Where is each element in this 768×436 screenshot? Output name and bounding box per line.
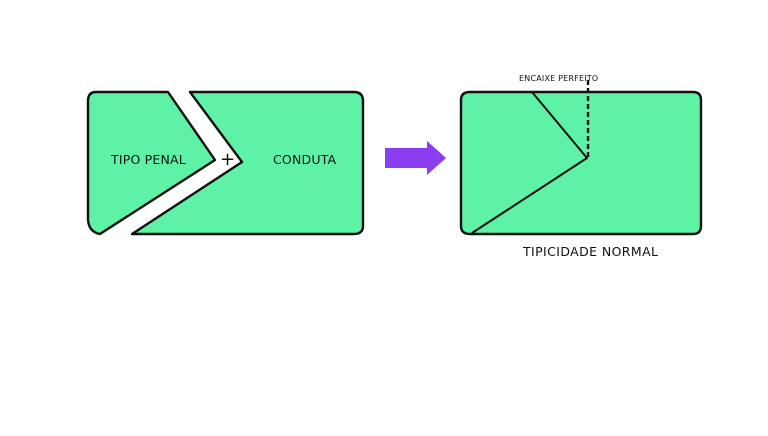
plus-sign: + bbox=[220, 149, 235, 170]
encaixe-perfeito-label: ENCAIXE PERFEITO bbox=[519, 74, 598, 83]
conduta-label: CONDUTA bbox=[273, 152, 337, 167]
tipicidade-normal-caption: TIPICIDADE NORMAL bbox=[522, 244, 658, 259]
fit-seam-line bbox=[471, 91, 588, 234]
right-arrow-icon bbox=[385, 141, 446, 175]
tipo-penal-shape bbox=[86, 90, 217, 236]
conduta-shape bbox=[130, 90, 365, 236]
tipo-penal-label: TIPO PENAL bbox=[110, 152, 186, 167]
